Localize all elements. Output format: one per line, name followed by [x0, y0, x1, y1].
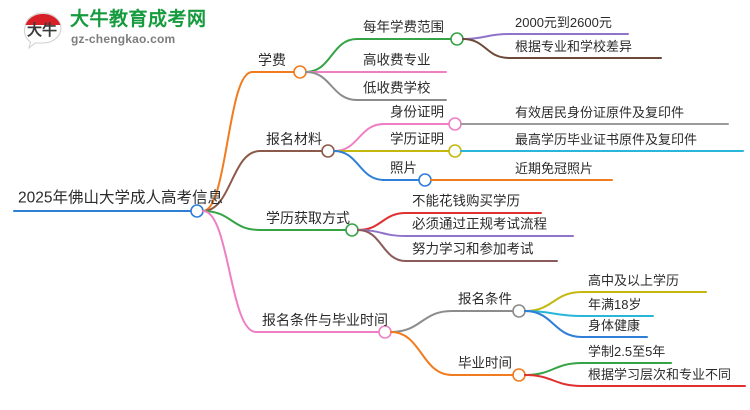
mindmap-child-label-2-0[interactable]: 不能花钱购买学历: [412, 193, 520, 209]
mindmap-leaf-label-0-0-1[interactable]: 根据专业和学校差异: [515, 39, 633, 54]
mindmap-leaf-label-1-0-0[interactable]: 有效居民身份证原件及复印件: [515, 105, 685, 120]
mindmap-node-dot[interactable]: [512, 368, 526, 382]
mindmap-child-label-3-0[interactable]: 报名条件: [458, 291, 512, 307]
mindmap-leaf-label-3-1-1[interactable]: 根据学习层次和专业不同: [588, 367, 732, 382]
mindmap-leaf-label-3-0-2[interactable]: 身体健康: [588, 318, 641, 333]
mindmap-edge: [390, 310, 453, 333]
logo-brand-cn: 大牛教育成考网: [70, 9, 207, 30]
site-logo[interactable]: 大牛 大牛教育成考网 gz-chengkao.com: [22, 8, 222, 54]
logo-brand-en: gz-chengkao.com: [71, 32, 176, 46]
mindmap-edge: [202, 150, 261, 212]
mindmap-edge: [357, 229, 407, 262]
mindmap-edge: [524, 291, 583, 312]
mindmap-child-label-0-2[interactable]: 低收费学校: [363, 80, 431, 96]
mindmap-child-label-2-2[interactable]: 努力学习和参加考试: [412, 241, 534, 257]
mindmap-node-dot[interactable]: [190, 204, 204, 218]
mindmap-edge: [305, 71, 358, 101]
mindmap-leaf-label-1-1-0[interactable]: 最高学历毕业证书原件及复印件: [515, 132, 698, 147]
mindmap-node-dot[interactable]: [448, 144, 462, 158]
mindmap-node-dot[interactable]: [512, 304, 526, 318]
mindmap-child-label-0-1[interactable]: 高收费专业: [363, 52, 431, 68]
mindmap-node-dot[interactable]: [448, 117, 462, 131]
mindmap-edge: [202, 210, 257, 333]
mindmap-edge: [524, 362, 583, 376]
logo-mark-icon: 大牛: [23, 12, 62, 50]
mindmap-node-dot[interactable]: [418, 173, 432, 187]
mindmap-branch-label-1[interactable]: 报名材料: [266, 131, 322, 147]
mindmap-edge: [333, 123, 385, 152]
mindmap-edge: [333, 150, 385, 181]
mindmap-child-label-0-0[interactable]: 每年学费范围: [363, 19, 444, 35]
mindmap-edge: [202, 71, 253, 212]
mindmap-branch-label-0[interactable]: 学费: [258, 52, 286, 68]
mindmap-edge: [524, 374, 583, 387]
mindmap-edge: [390, 331, 453, 376]
mindmap-root-label[interactable]: 2025年佛山大学成人高考信息: [18, 189, 223, 207]
mindmap-child-label-2-1[interactable]: 必须通过正规考试流程: [412, 216, 547, 232]
mindmap-edge: [462, 38, 510, 59]
mindmap-branch-label-3[interactable]: 报名条件与毕业时间: [262, 312, 388, 328]
mindmap-leaf-label-3-1-0[interactable]: 学制2.5至5年: [588, 344, 666, 359]
mindmap-node-dot[interactable]: [450, 32, 464, 46]
mindmap-edge: [202, 210, 261, 231]
mindmap-leaf-label-3-0-1[interactable]: 年满18岁: [588, 297, 642, 312]
mindmap-edge: [462, 33, 510, 40]
mindmap-child-label-3-1[interactable]: 毕业时间: [458, 355, 512, 371]
mindmap-edge: [305, 38, 358, 73]
svg-text:大牛: 大牛: [27, 21, 57, 39]
mindmap-edge: [357, 212, 407, 231]
mindmap-child-label-1-1[interactable]: 学历证明: [390, 131, 444, 147]
mindmap-node-dot[interactable]: [293, 65, 307, 79]
mindmap-branch-label-2[interactable]: 学历获取方式: [266, 210, 350, 226]
mindmap-leaf-label-3-0-0[interactable]: 高中及以上学历: [588, 273, 680, 288]
mindmap-leaf-label-1-2-0[interactable]: 近期免冠照片: [515, 161, 594, 176]
logo-wordmark: 大牛教育成考网 gz-chengkao.com: [70, 8, 222, 52]
mindmap-edge: [524, 310, 583, 338]
mindmap-child-label-1-2[interactable]: 照片: [390, 160, 417, 176]
mindmap-child-label-1-0[interactable]: 身份证明: [390, 104, 444, 120]
mindmap-node-dot[interactable]: [321, 144, 335, 158]
mindmap-leaf-label-0-0-0[interactable]: 2000元到2600元: [515, 15, 612, 30]
